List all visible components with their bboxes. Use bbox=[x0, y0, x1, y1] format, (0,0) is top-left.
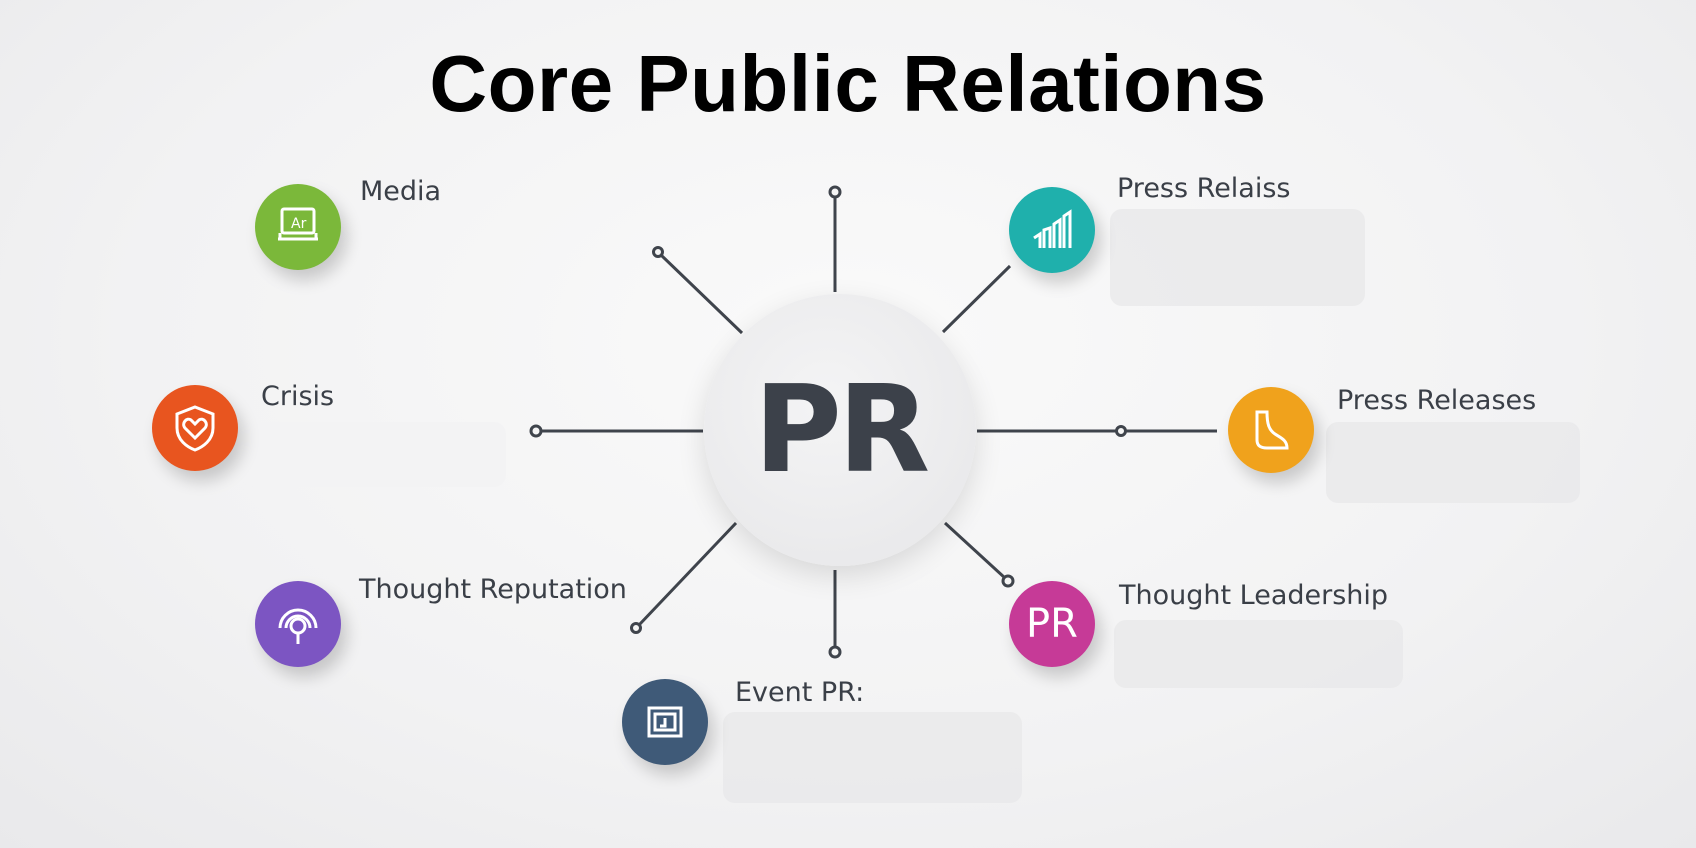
pr-hub: PR bbox=[704, 294, 976, 566]
pr-letters-icon: PR bbox=[1009, 581, 1095, 667]
monitor-icon: Ar bbox=[255, 184, 341, 270]
connector-node bbox=[529, 424, 543, 438]
connector-upper-right bbox=[941, 264, 1012, 334]
node-label-crisis: Crisis bbox=[261, 381, 335, 412]
node-label-event-pr: Event PR: bbox=[735, 677, 865, 708]
hub-label: PR bbox=[753, 360, 930, 500]
crisis-description-box bbox=[241, 422, 506, 487]
connector-node bbox=[652, 246, 664, 258]
connector-lower-left bbox=[637, 521, 738, 627]
svg-text:Ar: Ar bbox=[291, 216, 307, 232]
bar-chart-icon bbox=[1009, 187, 1095, 273]
target-pin-icon bbox=[255, 581, 341, 667]
thought-leadership-description-box bbox=[1114, 620, 1403, 688]
connector-node bbox=[1001, 574, 1015, 588]
node-label-media: Media bbox=[360, 176, 442, 207]
node-label-thought-leadership: Thought Leadership bbox=[1119, 580, 1389, 611]
node-label-thought-reputation: Thought Reputation bbox=[359, 574, 627, 605]
page-title: Core Public Relations bbox=[429, 39, 1267, 128]
connector-upper-left bbox=[659, 253, 744, 335]
connector-node bbox=[1115, 425, 1127, 437]
connector-node bbox=[828, 645, 842, 659]
connector-node bbox=[828, 185, 842, 199]
node-label-press-relaiss: Press Relaiss bbox=[1117, 173, 1291, 204]
event-badge-icon bbox=[622, 679, 708, 765]
connector-lower-right bbox=[943, 521, 1007, 580]
pr-letters-icon-text: PR bbox=[1026, 601, 1078, 647]
event-pr-description-box bbox=[723, 712, 1022, 803]
node-label-press-releases: Press Releases bbox=[1337, 385, 1537, 416]
document-curve-icon bbox=[1228, 387, 1314, 473]
connector-node bbox=[630, 622, 642, 634]
press-releases-description-box bbox=[1326, 422, 1580, 503]
press-relaiss-description-box bbox=[1110, 209, 1365, 306]
shield-heart-icon bbox=[152, 385, 238, 471]
